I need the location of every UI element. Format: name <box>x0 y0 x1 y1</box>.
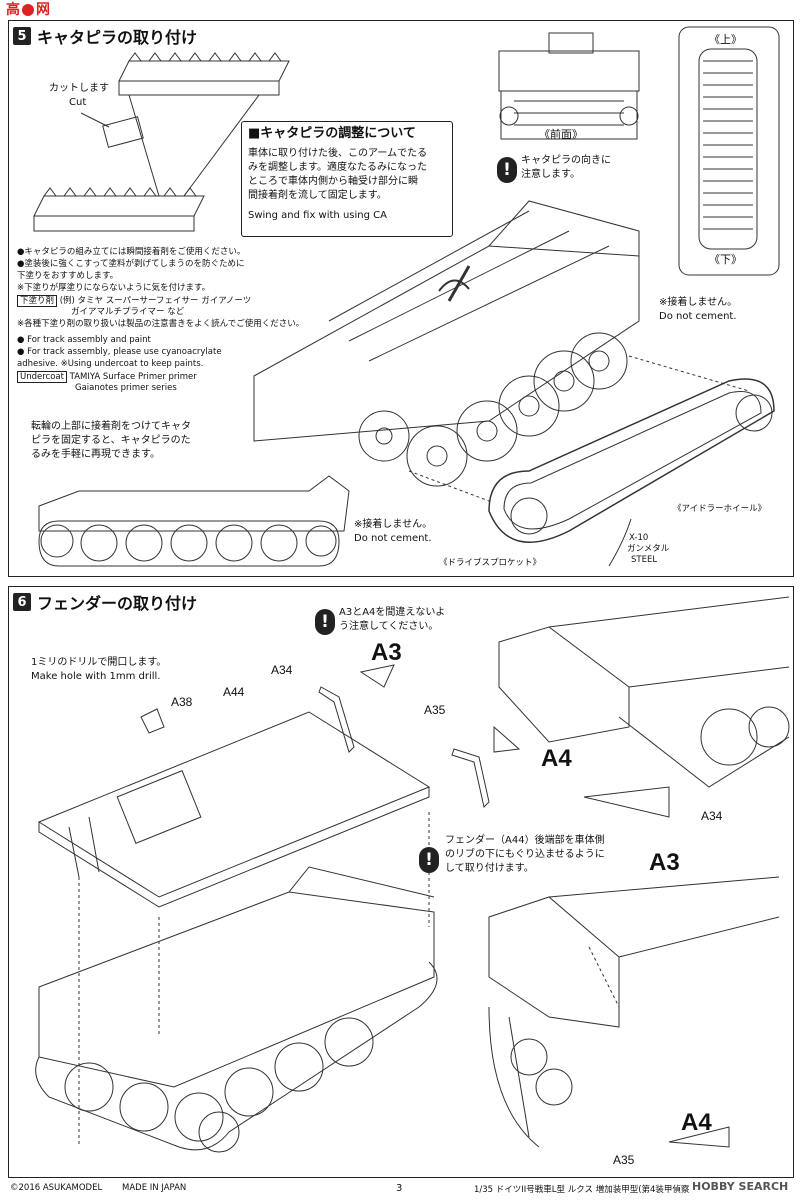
no-cement-note-jp: ※接着しません。 <box>354 519 433 530</box>
footer-made-in: MADE IN JAPAN <box>122 1183 187 1193</box>
exclamation-icon: ! <box>315 609 335 635</box>
sag-note: るみを手軽に再現できます。 <box>31 449 160 460</box>
step-title: フェンダーの取り付け <box>37 594 198 613</box>
drill-note-en: Make hole with 1mm drill. <box>31 671 161 682</box>
watermark-logo: 高网 <box>6 2 50 18</box>
footer-logo: HOBBY SEARCH <box>690 1180 791 1193</box>
fender-note: して取り付けます。 <box>445 863 534 874</box>
no-cement-note-en: Do not cement. <box>659 311 737 322</box>
track-top-label: 《上》 <box>709 33 742 46</box>
undercoat-tag: Undercoat <box>17 371 67 384</box>
part-label-a3: A3 <box>371 639 402 666</box>
adjust-note-line: みを調整します。適度なたるみになった <box>248 162 427 173</box>
assembly-note-jp: ●キャタピラの組み立てには瞬間接着剤をご使用ください。 <box>17 247 246 257</box>
paint-name-jp: ガンメタル <box>627 544 670 554</box>
adjust-note-en: Swing and fix with using CA <box>248 210 387 221</box>
step6-header: 6 フェンダーの取り付け <box>13 591 197 613</box>
assembly-note-jp: ●塗装後に強くこすって塗料が剥げてしまうのを防ぐために <box>17 259 245 269</box>
part-label-a44: A44 <box>223 685 245 699</box>
primer-tag: 下塗り剤 <box>17 295 58 308</box>
sag-note: 転輪の上部に接着剤をつけてキャタ <box>31 421 191 432</box>
step-title: キャタピラの取り付け <box>37 28 198 47</box>
adjust-note-line: 間接着剤を流して固定します。 <box>248 190 387 201</box>
direction-note: 注意します。 <box>521 169 580 180</box>
a3-a4-caution: A3とA4を間違えないよ <box>339 607 446 618</box>
part-label-a4: A4 <box>541 745 572 772</box>
adjust-note-title: ■キャタピラの調整について <box>248 126 416 141</box>
no-cement-note-jp: ※接着しません。 <box>659 297 738 308</box>
exclamation-icon: ! <box>497 157 517 183</box>
primer-example-jp: (例) タミヤ スーパーサーフェイサー ガイアノーツ <box>59 296 252 306</box>
primer-example-jp: ガイアマルチプライマー など <box>71 307 185 317</box>
adjust-note-line: ところで車体内側から軸受け部分に瞬 <box>248 176 418 187</box>
footer-product-name: 1/35 ドイツII号戦車L型 ルクス 増加装甲型(第4装甲偵察大隊仕様) <box>474 1185 727 1195</box>
page-number: 3 <box>396 1183 403 1194</box>
part-label-a34-detail: A34 <box>701 809 723 823</box>
part-label-a38: A38 <box>171 695 193 709</box>
assembly-note-en: adhesive. ※Using undercoat to keep paint… <box>17 359 204 369</box>
fender-note: のリブの下にもぐり込ませるように <box>445 849 605 860</box>
part-label-a4-detail: A4 <box>681 1109 712 1136</box>
track-adjust-note: ■キャタピラの調整について 車体に取り付けた後、このアームでたる みを調整します… <box>241 121 453 237</box>
step6-panel: 6 フェンダーの取り付け 1ミリのドリルで開口します。 Make hole wi… <box>8 586 794 1178</box>
drive-sprocket-label: 《ドライブスプロケット》 <box>439 558 542 568</box>
fender-note: フェンダー（A44）後端部を車体側 <box>445 835 605 846</box>
exclamation-icon: ! <box>419 847 439 873</box>
cut-label-jp: カットします <box>49 83 109 94</box>
no-cement-note-en: Do not cement. <box>354 533 432 544</box>
assembly-note-jp: ※下塗りが厚塗りにならないように気を付けます。 <box>17 283 211 293</box>
assembly-note-en: ● For track assembly, please use cyanoac… <box>17 347 222 357</box>
cut-label-en: Cut <box>69 97 87 108</box>
watermark-dot-icon <box>22 4 34 16</box>
adjust-note-line: 車体に取り付けた後、このアームでたる <box>248 148 428 159</box>
primer-example: 下塗り剤 (例) タミヤ スーパーサーフェイサー ガイアノーツ <box>17 295 252 308</box>
drill-note-jp: 1ミリのドリルで開口します。 <box>31 657 167 668</box>
step5-panel: 5 キャタピラの取り付け カットします Cut ■キャタピラの調整について 車体… <box>8 20 794 577</box>
step6-illustration <box>35 596 790 1153</box>
paint-name-en: STEEL <box>631 555 658 565</box>
front-view-label: 《前面》 <box>539 128 583 141</box>
part-label-a3-detail: A3 <box>649 849 680 876</box>
a3-a4-caution: う注意してください。 <box>339 621 439 632</box>
undercoat-example: Undercoat TAMIYA Surface Primer primer <box>17 371 197 384</box>
assembly-note-en: ● For track assembly and paint <box>17 335 151 345</box>
part-label-a35: A35 <box>424 703 446 717</box>
step-number: 5 <box>13 27 31 45</box>
step5-illustration <box>33 26 780 567</box>
footer-copyright: ©2016 ASUKAMODEL <box>10 1183 103 1193</box>
track-bottom-label: 《下》 <box>709 253 742 266</box>
direction-note: キャタピラの向きに <box>521 155 611 166</box>
step5-header: 5 キャタピラの取り付け <box>13 25 197 47</box>
part-label-a35-detail: A35 <box>613 1153 635 1167</box>
sag-note: ピラを固定すると、キャタピラのた <box>31 435 191 446</box>
undercoat-example-en: Gaianotes primer series <box>75 383 177 393</box>
undercoat-example-en: TAMIYA Surface Primer primer <box>69 372 197 382</box>
paint-code: X-10 <box>629 533 649 543</box>
primer-caution: ※各種下塗り剤の取り扱いは製品の注意書きをよく読んでご使用ください。 <box>17 319 305 329</box>
step-number: 6 <box>13 593 31 611</box>
part-label-a34: A34 <box>271 663 293 677</box>
idler-wheel-label: 《アイドラーホイール》 <box>673 504 767 514</box>
assembly-note-jp: 下塗りをおすすめします。 <box>17 271 119 281</box>
